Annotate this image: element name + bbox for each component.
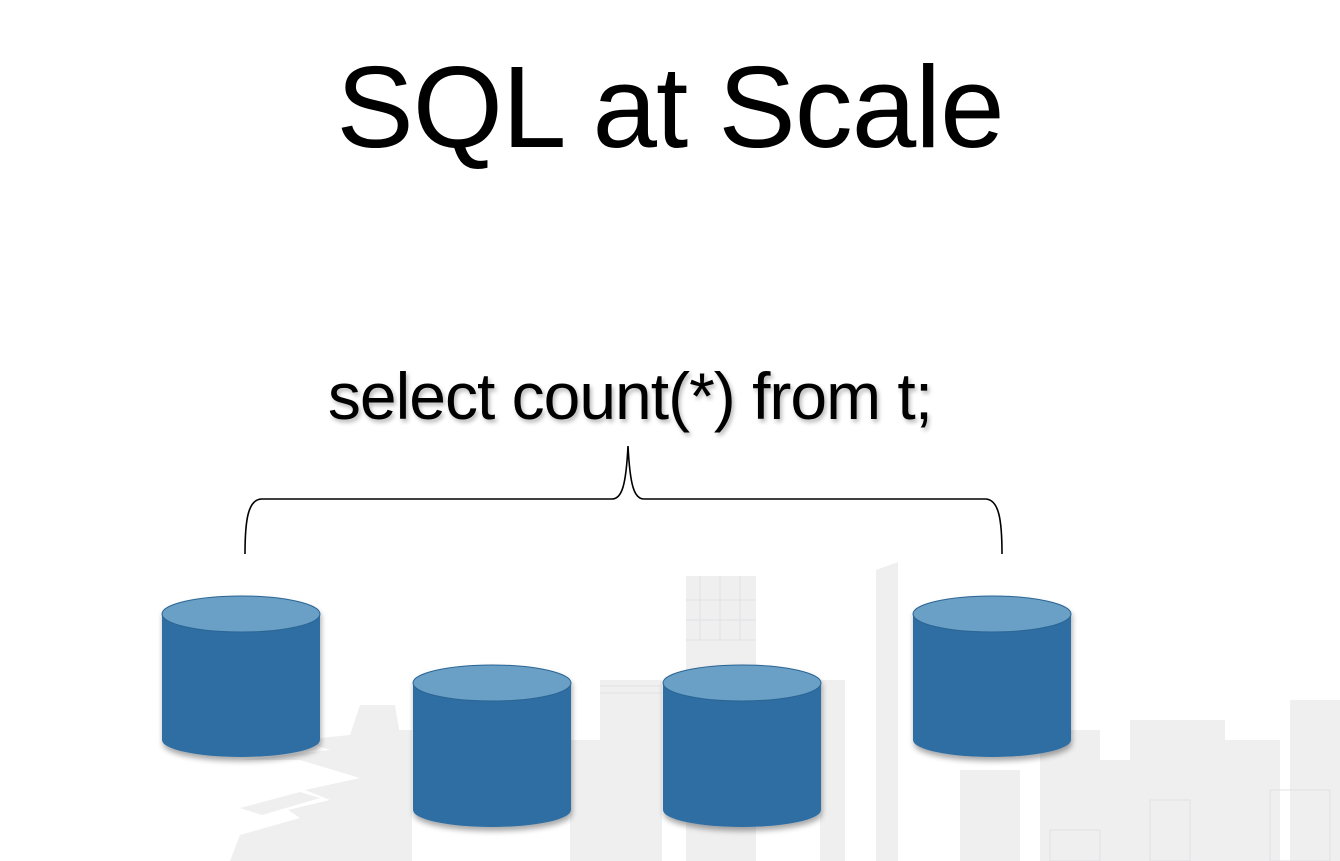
tower-b — [570, 740, 600, 861]
database-cylinder — [912, 595, 1072, 757]
database-cylinder — [161, 595, 321, 757]
tower-d — [960, 770, 1020, 861]
temple-roof — [240, 792, 320, 815]
database-cylinder — [412, 664, 572, 827]
slide-title: SQL at Scale — [336, 42, 1004, 172]
tower-g — [1130, 720, 1225, 861]
sql-query: select count(*) from t; — [327, 359, 933, 433]
tower-f — [1100, 760, 1130, 861]
skyline-grid-lines — [600, 576, 1331, 861]
temple-silhouette — [230, 705, 400, 861]
tower-i — [1290, 700, 1340, 861]
tower-a — [390, 730, 412, 861]
tower-c — [600, 680, 662, 861]
curly-brace — [244, 445, 1003, 555]
database-cylinder — [662, 664, 822, 827]
wide-tower — [820, 680, 845, 861]
slim-tower — [876, 562, 898, 861]
tower-h — [1225, 740, 1280, 861]
